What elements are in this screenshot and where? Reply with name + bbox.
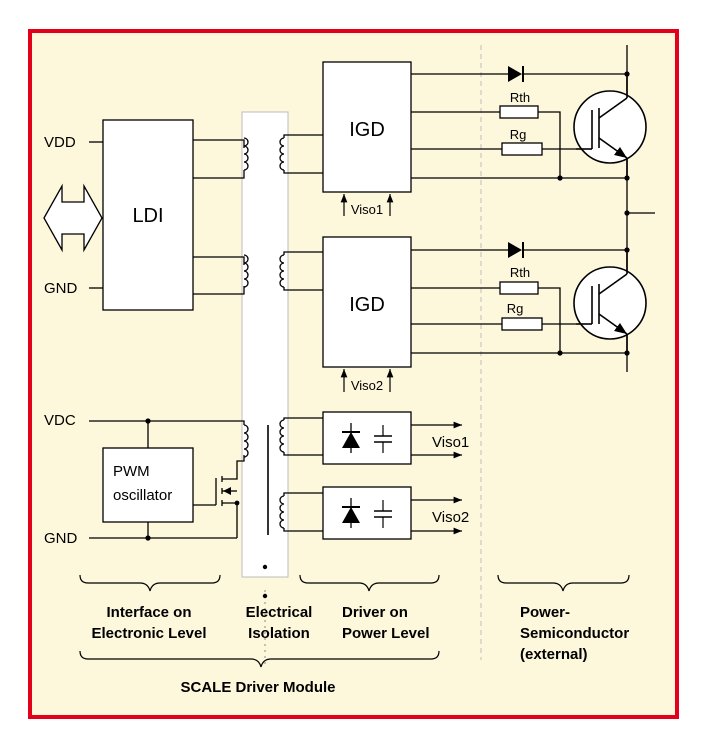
- vdc-pin-label: VDC: [44, 412, 76, 429]
- transformer-3: [243, 417, 323, 535]
- igbt-icon-top: [573, 74, 647, 178]
- power-label-line1: Power-: [520, 604, 570, 621]
- module-label: SCALE Driver Module: [180, 679, 335, 696]
- isolation-label-line2: Isolation: [248, 625, 310, 642]
- rth-resistor-bottom: [499, 281, 539, 295]
- pwm-oscillator-block: [102, 447, 194, 523]
- rectifier-block-1: [322, 411, 412, 465]
- rectifier-symbol-1: [342, 423, 392, 453]
- ldi-label: LDI: [132, 205, 163, 227]
- viso1-input-label: Viso1: [351, 202, 383, 217]
- rectifier-symbol-2: [342, 498, 392, 528]
- pwm-label-line2: oscillator: [113, 487, 172, 504]
- rg-label-top: Rg: [510, 127, 527, 142]
- gnd-pin-label-bottom: GND: [44, 530, 78, 547]
- interface-label-line2: Electronic Level: [91, 625, 206, 642]
- rth-resistor-top: [499, 105, 539, 119]
- vdd-pin-label: VDD: [44, 134, 76, 151]
- rg-resistor-bottom: [501, 317, 543, 331]
- bus-arrow: [43, 183, 103, 253]
- power-label-line2: Semiconductor: [520, 625, 629, 642]
- rth-label-bottom: Rth: [510, 265, 530, 280]
- viso2-output-label: Viso2: [432, 509, 469, 526]
- viso1-output-label: Viso1: [432, 434, 469, 451]
- igd-block-bottom: [322, 236, 412, 368]
- rg-label-bottom: Rg: [507, 301, 524, 316]
- rectifier-block-2: [322, 486, 412, 540]
- rg-resistor-top: [501, 142, 543, 156]
- interface-label-line1: Interface on: [106, 604, 191, 621]
- transformer-2: [243, 251, 323, 291]
- ldi-block: [102, 119, 194, 311]
- isolation-dot: [262, 564, 268, 570]
- rth-label-top: Rth: [510, 90, 530, 105]
- power-label-line3: (external): [520, 646, 588, 663]
- igbt-icon-bottom: [573, 250, 647, 353]
- diode-icon: [508, 242, 522, 258]
- driver-label-line2: Power Level: [342, 625, 430, 642]
- viso2-input-label: Viso2: [351, 378, 383, 393]
- driver-label-line1: Driver on: [342, 604, 408, 621]
- gnd-pin-label-top: GND: [44, 280, 78, 297]
- transformer-1: [243, 134, 323, 174]
- igd-block-top: [322, 61, 412, 193]
- isolation-label-line1: Electrical: [246, 604, 313, 621]
- pwm-label-line1: PWM: [113, 463, 150, 480]
- diode-icon: [508, 66, 522, 82]
- isolation-barrier: [241, 111, 289, 578]
- igd-label-top: IGD: [349, 119, 385, 141]
- isolation-dot: [262, 593, 268, 599]
- section-braces: [79, 574, 630, 668]
- igd-label-bottom: IGD: [349, 294, 385, 316]
